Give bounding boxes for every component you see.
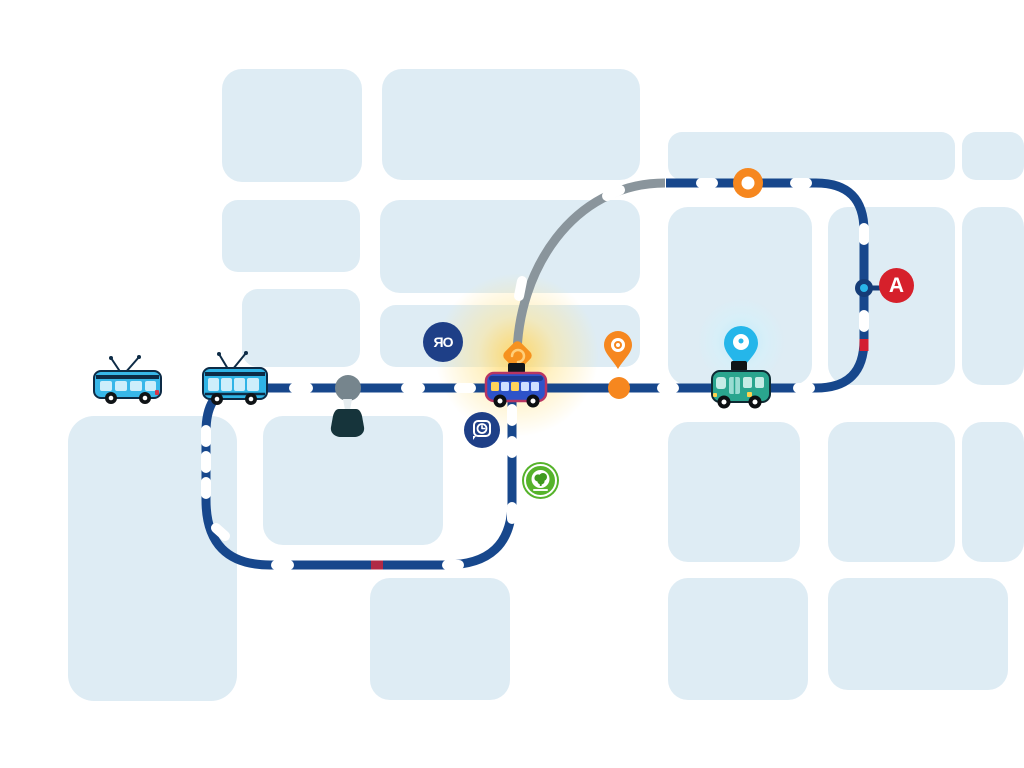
city-block <box>828 578 1008 690</box>
city-block <box>370 578 510 700</box>
city-block <box>668 422 800 562</box>
city-block <box>668 132 955 180</box>
station-a-label: A <box>888 274 905 297</box>
bus-green-icon[interactable] <box>711 361 771 409</box>
city-block <box>668 578 808 700</box>
city-block <box>962 422 1024 562</box>
gray-stop-with-marker[interactable] <box>330 375 365 437</box>
city-block <box>242 289 360 367</box>
route-main-line <box>233 178 869 393</box>
eco-tree-icon <box>531 470 550 491</box>
orange-ring-stop[interactable] <box>733 168 763 198</box>
ticket-badge-glyph: ЯO <box>433 334 454 350</box>
city-block <box>222 69 362 182</box>
route-alternate-curve <box>512 178 666 359</box>
city-block <box>962 207 1024 385</box>
route-dashes <box>201 178 869 570</box>
route-loop <box>201 383 517 570</box>
station-a-badge[interactable]: A <box>879 268 914 303</box>
clock-icon <box>473 420 491 440</box>
eco-badge[interactable] <box>524 464 557 497</box>
trolleybus-mid-icon[interactable] <box>202 351 268 405</box>
city-block <box>222 200 360 272</box>
city-block <box>263 416 443 545</box>
cyan-pin[interactable] <box>724 326 758 371</box>
city-block <box>828 422 955 562</box>
orange-stop[interactable] <box>608 377 630 399</box>
clock-badge[interactable] <box>464 412 500 448</box>
ticket-badge[interactable]: ЯO <box>423 322 463 362</box>
bus-center-icon[interactable] <box>484 363 548 408</box>
city-block <box>382 69 640 180</box>
orange-pin[interactable] <box>604 331 632 369</box>
trolleybus-left-icon[interactable] <box>93 355 162 404</box>
city-block <box>962 132 1024 180</box>
